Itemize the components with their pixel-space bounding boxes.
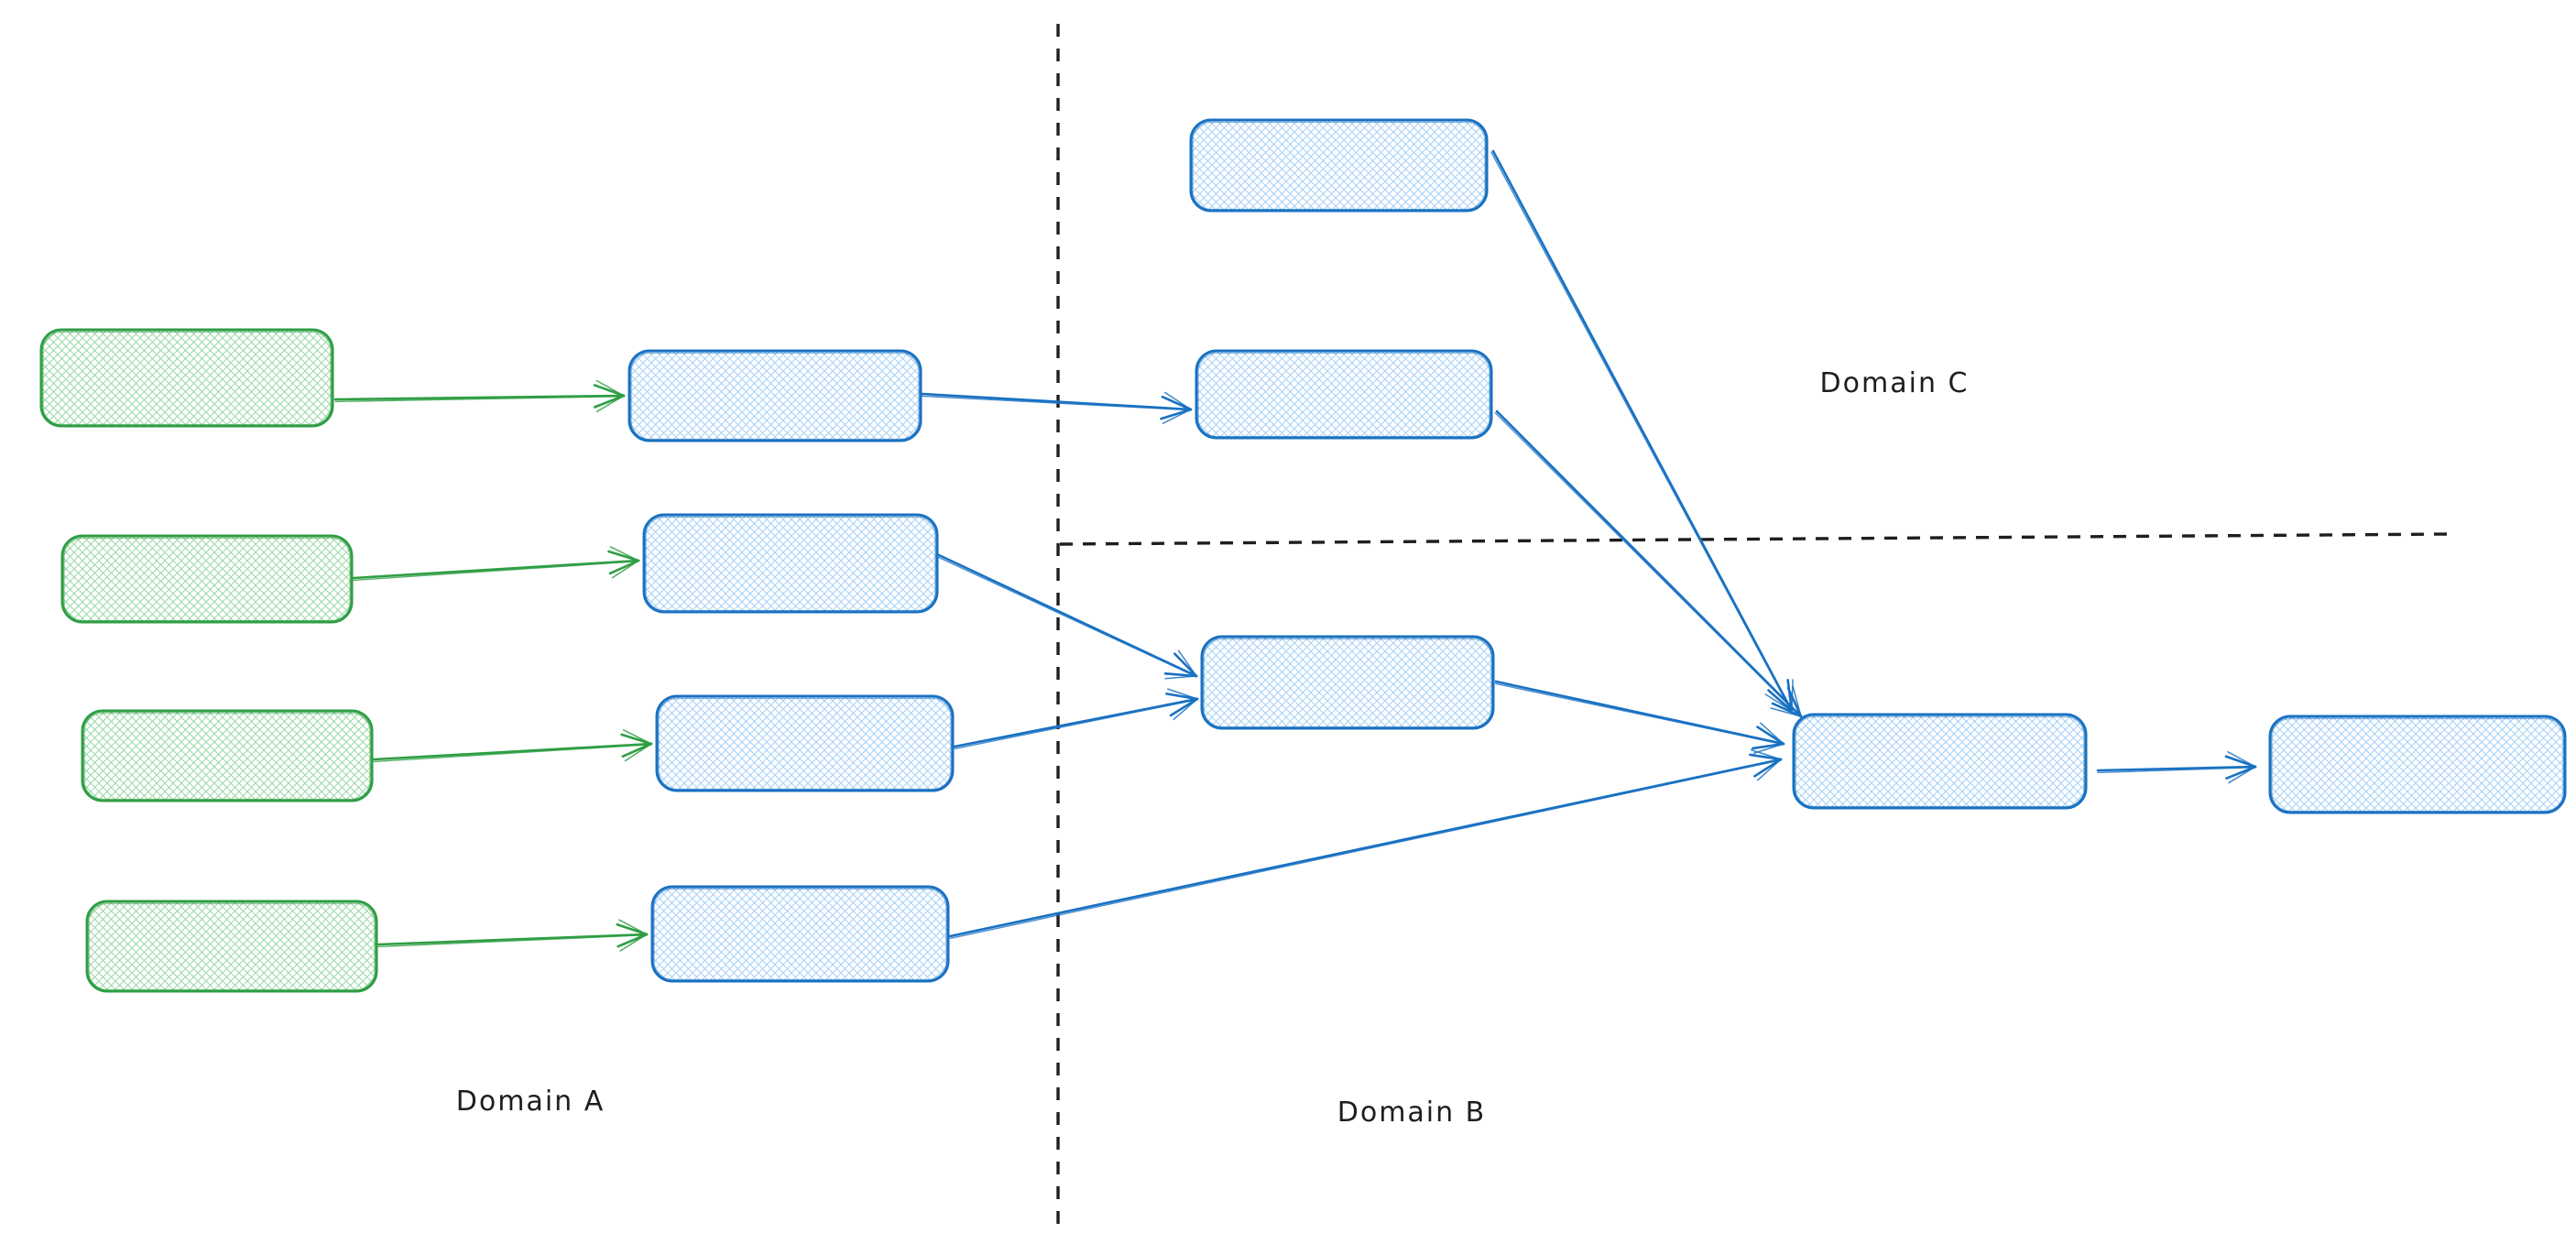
arrow-b1-hub[interactable] [1494, 409, 1803, 718]
arrow-source1-a1[interactable] [333, 379, 626, 413]
arrow-source4-a4[interactable] [377, 919, 649, 952]
node-process-a4[interactable] [650, 885, 950, 983]
node-hub[interactable] [1792, 713, 2088, 810]
node-source-1[interactable] [39, 328, 334, 428]
domain-a-label: Domain A [456, 1086, 605, 1118]
divider-horizontal [1059, 532, 2449, 546]
label-layer: Domain A Domain B Domain C [456, 367, 1970, 1129]
arrow-hub-output[interactable] [2096, 751, 2257, 784]
arrow-source2-a2[interactable] [352, 546, 640, 582]
arrow-a4-hub[interactable] [948, 748, 1783, 940]
node-process-c1[interactable] [1189, 118, 1489, 213]
arrow-layer [333, 149, 2257, 952]
node-source-3[interactable] [81, 709, 374, 802]
node-process-a2[interactable] [642, 513, 939, 614]
arrow-b2-hub[interactable] [1494, 680, 1785, 755]
node-process-a3[interactable] [655, 694, 955, 792]
node-source-2[interactable] [60, 534, 354, 624]
domain-c-label: Domain C [1820, 367, 1970, 399]
node-process-a1[interactable] [628, 349, 922, 442]
node-process-b2[interactable] [1200, 635, 1495, 730]
arrow-a2-b2[interactable] [937, 553, 1198, 680]
node-layer [39, 118, 2567, 993]
arrow-c1-hub[interactable] [1490, 149, 1794, 713]
node-output[interactable] [2268, 715, 2567, 814]
arrow-a1-b1[interactable] [921, 391, 1193, 424]
node-process-b1[interactable] [1195, 349, 1493, 440]
domain-b-label: Domain B [1337, 1097, 1487, 1129]
node-source-4[interactable] [85, 900, 378, 993]
arrow-a3-b2[interactable] [953, 688, 1199, 750]
divider-layer [1056, 24, 2449, 1234]
arrow-source3-a3[interactable] [372, 729, 653, 763]
